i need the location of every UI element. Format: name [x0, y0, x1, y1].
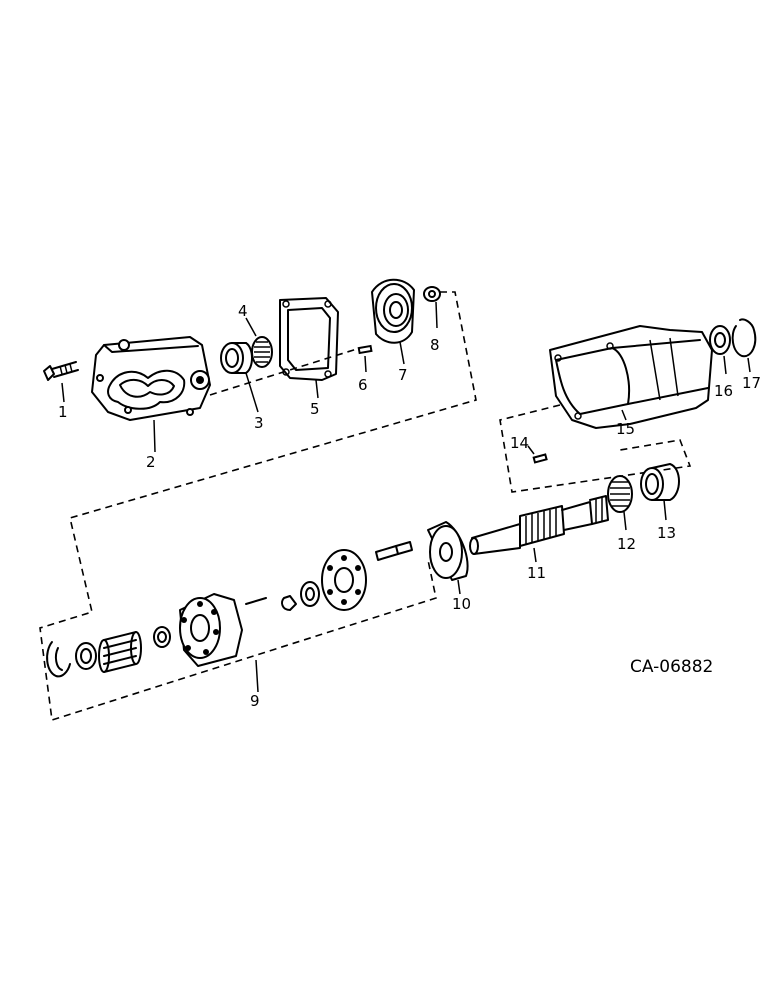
callout-14: 14: [510, 434, 529, 452]
callout-15: 15: [616, 420, 635, 438]
callout-13: 13: [657, 524, 676, 542]
callout-10: 10: [452, 595, 471, 613]
part-12-bearing-cone: [607, 475, 633, 531]
part-11-shaft: [469, 495, 609, 563]
part-7-cover-plate: [371, 278, 415, 365]
callout-8: 8: [430, 336, 440, 354]
callout-1: 1: [58, 403, 68, 421]
part-8-seal: [423, 286, 441, 329]
callout-5: 5: [310, 400, 320, 418]
part-5-gasket: [279, 297, 339, 399]
part-4-bearing-cone: [245, 317, 273, 368]
part-3-bearing-cup: [220, 342, 259, 413]
callout-6: 6: [358, 376, 368, 394]
part-14-dowel: [527, 445, 548, 464]
part-2-housing: [91, 336, 211, 453]
callout-11: 11: [527, 564, 546, 582]
callout-7: 7: [398, 366, 408, 384]
part-1-bolt: [43, 361, 79, 403]
part-9-rotating-group: [46, 541, 413, 693]
drawing-code: CA-06882: [630, 657, 713, 677]
callout-16: 16: [714, 382, 733, 400]
part-16-seal: [709, 325, 731, 375]
callout-3: 3: [254, 414, 264, 432]
part-13-bearing-cup: [640, 463, 680, 521]
callout-9: 9: [250, 692, 260, 710]
part-15-housing: [549, 325, 713, 429]
part-17-snap-ring: [731, 318, 757, 373]
callout-17: 17: [742, 374, 761, 392]
part-6-pin: [357, 344, 373, 373]
callout-2: 2: [146, 453, 156, 471]
callout-12: 12: [617, 535, 636, 553]
callout-4: 4: [238, 302, 248, 320]
part-10-swash-plate: [427, 521, 469, 595]
assembly-leader-line: [39, 291, 692, 722]
